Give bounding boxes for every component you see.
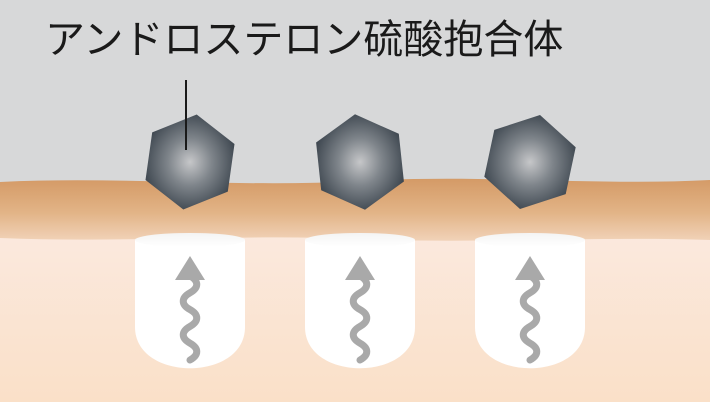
wavy-up-arrow-icon <box>175 256 205 364</box>
pore-body <box>135 240 245 369</box>
wavy-up-arrow-icon <box>515 256 545 364</box>
hexagon-molecule-icon <box>484 115 576 209</box>
molecule-2 <box>316 114 404 210</box>
molecule-1 <box>145 114 235 210</box>
pore-opening <box>305 233 415 247</box>
pore-opening <box>475 233 585 247</box>
wavy-up-arrow-icon <box>345 256 375 364</box>
hexagon-molecule-icon <box>145 114 235 210</box>
pore-body <box>475 240 585 369</box>
pore-opening <box>135 233 245 247</box>
molecule-3 <box>484 115 576 209</box>
hexagon-molecule-icon <box>316 114 404 210</box>
pore-2 <box>305 233 415 369</box>
molecule-label: アンドロステロン硫酸抱合体 <box>45 17 564 63</box>
pore-1 <box>135 233 245 369</box>
pore-3 <box>475 233 585 369</box>
pore-body <box>305 240 415 369</box>
